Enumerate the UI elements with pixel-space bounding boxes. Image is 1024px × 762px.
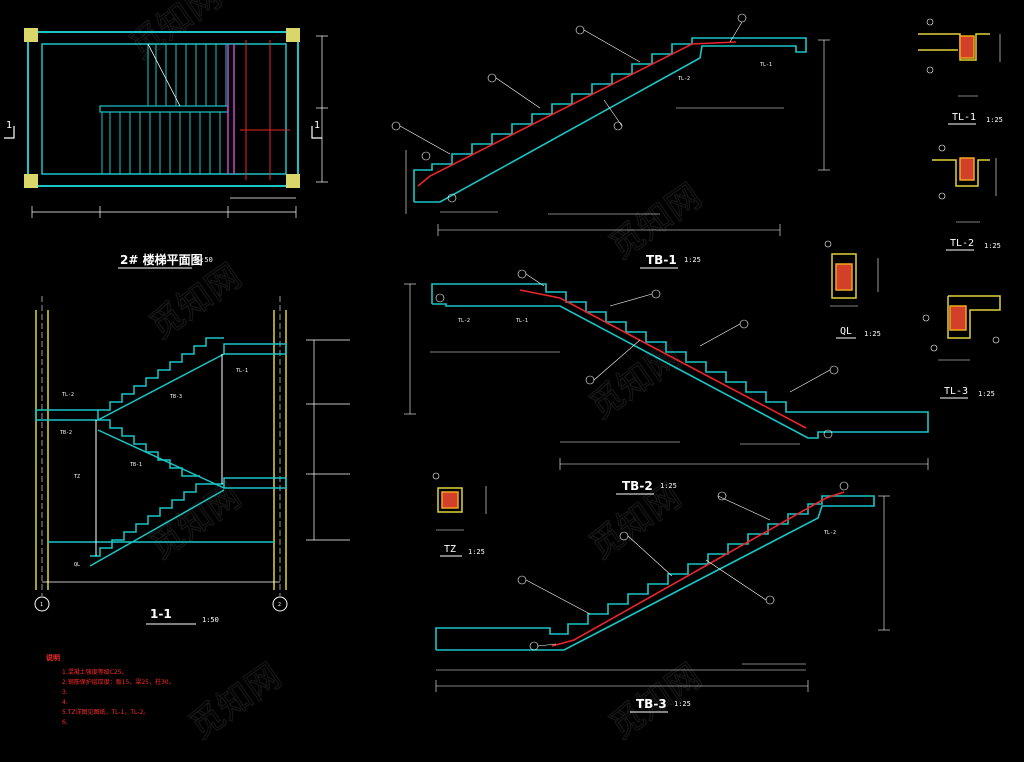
tb2-detail: TL-2 TL-1 TB-2 1:25 — [404, 269, 929, 495]
plan-title: 2# 楼梯平面图 — [120, 252, 203, 267]
section-walls — [35, 310, 287, 590]
svg-text:觅知网: 觅知网 — [582, 336, 688, 427]
section-axis-bubbles — [34, 596, 288, 612]
tb2-outline — [431, 283, 929, 439]
detail-ql: QL 1:25 — [824, 240, 881, 339]
tb1-scale: 1:25 — [684, 256, 701, 264]
notes-line-1: 1.混凝土强度等级C25。 — [62, 668, 128, 676]
section-label-ql: QL — [74, 562, 80, 568]
section-label-tl1: TL-1 — [236, 368, 248, 374]
plan-outer-wall — [27, 31, 299, 187]
tb2-leaders — [435, 269, 839, 439]
tb3-outline — [435, 495, 875, 651]
tb2-label-tl2: TL-2 — [458, 318, 470, 324]
notes-line-5: 5.TZ详图见图纸，TL-1，TL-2。 — [62, 708, 149, 716]
stair-section-1-1: 1 2 TL-1 TB-2 TB-1 TL-2 TB-3 TZ QL 1-1 1… — [34, 296, 350, 625]
plan-dimensions — [31, 35, 328, 218]
section-axis-1: 1 — [40, 602, 43, 608]
tb1-title: TB-1 — [646, 253, 677, 267]
tb1-label-tl2: TL-2 — [678, 76, 690, 82]
detail-tl1-title: TL-1 — [952, 112, 976, 123]
tb1-detail: TL-2 TL-1 TB-1 1:25 — [391, 13, 830, 269]
tb1-leaders — [391, 13, 747, 203]
section-scale: 1:50 — [202, 616, 219, 624]
detail-tz-scale: 1:25 — [468, 548, 485, 556]
section-title: 1-1 — [150, 607, 172, 621]
detail-tl3-scale: 1:25 — [978, 390, 995, 398]
detail-tl2-scale: 1:25 — [984, 242, 1001, 250]
notes-line-6: 6. — [62, 719, 68, 726]
plan-inner-wall — [41, 43, 287, 175]
notes-heading: 说明 — [46, 653, 60, 662]
tb2-scale: 1:25 — [660, 482, 677, 490]
detail-tl3: TL-3 1:25 — [922, 295, 1001, 399]
notes-line-4: 4. — [62, 699, 68, 706]
tb3-dimensions — [435, 495, 890, 692]
tb2-title: TB-2 — [622, 479, 653, 493]
section-level-marks — [42, 339, 350, 583]
tb3-rebar — [551, 491, 845, 647]
tb3-leaders — [517, 481, 849, 651]
plan-red-marks — [240, 40, 290, 180]
tb3-detail: TL-2 TB-3 1:25 — [435, 481, 890, 713]
detail-tl1-scale: 1:25 — [986, 116, 1003, 124]
section-posts — [95, 354, 223, 556]
tb3-scale: 1:25 — [674, 700, 691, 708]
detail-tz-title: TZ — [444, 544, 456, 555]
section-flight-lower-soffit — [89, 489, 225, 567]
detail-tz: TZ 1:25 — [432, 472, 487, 557]
plan-handrail — [99, 105, 229, 113]
svg-text:觅知网: 觅知网 — [122, 0, 228, 67]
tb1-dimensions — [405, 39, 830, 236]
detail-tl2-title: TL-2 — [950, 238, 974, 249]
tb2-dimensions — [404, 283, 929, 470]
detail-ql-title: QL — [840, 326, 852, 337]
detail-tl1: TL-1 1:25 — [918, 18, 1003, 125]
section-label-tl2: TL-2 — [62, 392, 74, 398]
plan-columns — [24, 28, 300, 188]
tb2-rebar — [519, 289, 807, 429]
detail-tl3-title: TL-3 — [944, 386, 968, 397]
tb2-label-tl1: TL-1 — [516, 318, 528, 324]
section-label-tb1: TB-1 — [130, 462, 142, 468]
plan-upper-flight-treads — [147, 44, 227, 106]
plan-cut-label-right: 1 — [314, 120, 320, 131]
section-flight-upper-soffit — [97, 353, 225, 421]
detail-ql-scale: 1:25 — [864, 330, 881, 338]
section-label-tz: TZ — [74, 474, 80, 480]
plan-lower-flight-treads — [101, 112, 221, 174]
section-slabs — [35, 343, 287, 543]
plan-cut-label-left: 1 — [6, 120, 12, 131]
plan-section-cut-marks — [4, 126, 322, 139]
tb1-rebar — [417, 41, 737, 187]
notes-line-2: 2.钢筋保护层厚度：板15，梁25，柱30。 — [62, 678, 175, 686]
section-flight-upper — [98, 337, 224, 411]
section-flight-middle-soffit — [97, 429, 225, 489]
section-flight-lower — [90, 483, 224, 557]
tb1-outline — [413, 37, 807, 203]
stair-plan: 1 1 2# 楼梯平面图 1:50 — [4, 28, 328, 269]
svg-text:觅知网: 觅知网 — [142, 256, 248, 347]
tb3-title: TB-3 — [636, 697, 667, 711]
section-label-tb3: TB-3 — [170, 394, 182, 400]
notes-line-3: 3. — [62, 689, 68, 696]
notes-block: 说明 1.混凝土强度等级C25。 2.钢筋保护层厚度：板15，梁25，柱30。 … — [46, 653, 175, 726]
plan-scale: 1:50 — [196, 256, 213, 264]
section-axis-lines — [41, 296, 281, 596]
section-flight-middle — [98, 419, 200, 477]
section-axis-2: 2 — [278, 602, 281, 608]
svg-text:觅知网: 觅知网 — [182, 656, 288, 747]
tb3-label-tl2: TL-2 — [824, 530, 836, 536]
plan-landing-beam-highlight — [227, 44, 235, 174]
detail-tl2: TL-2 1:25 — [932, 144, 1001, 251]
plan-break-line — [147, 43, 181, 107]
section-label-tb2: TB-2 — [60, 430, 72, 436]
tb1-label-tl1: TL-1 — [760, 62, 772, 68]
